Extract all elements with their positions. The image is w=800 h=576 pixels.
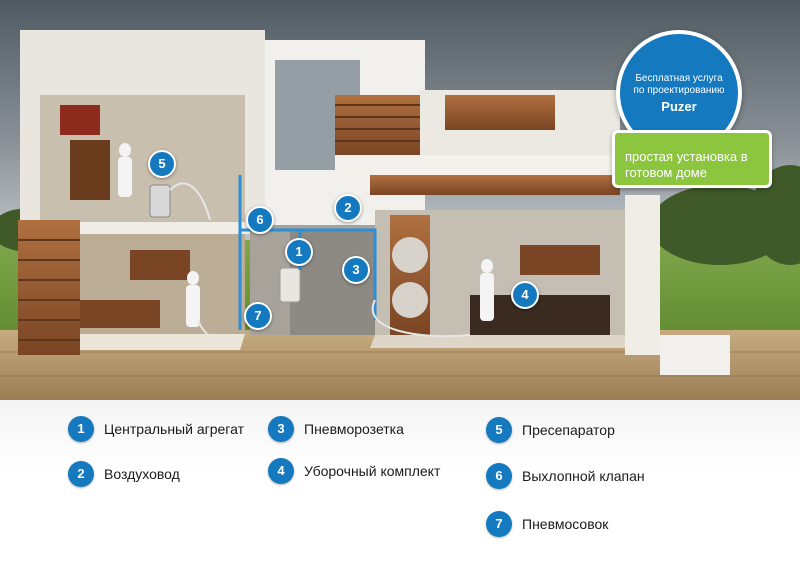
- people-silhouettes: [118, 143, 494, 327]
- callout-4: 4: [511, 281, 539, 309]
- legend-number: 7: [486, 511, 512, 537]
- legend-item-central-unit: 1 Центральный агрегат: [68, 416, 244, 442]
- legend-item-inlet: 3 Пневморозетка: [268, 416, 404, 442]
- garage-floor: [370, 335, 640, 348]
- callout-1: 1: [285, 238, 313, 266]
- promo-line-2: по проектированию: [633, 84, 725, 96]
- legend-number: 4: [268, 458, 294, 484]
- roof-slab: [335, 155, 640, 175]
- component-legend: 1 Центральный агрегат 2 Воздуховод 3 Пне…: [0, 400, 800, 576]
- legend-item-air-duct: 2 Воздуховод: [68, 461, 180, 487]
- legend-label: Пневморозетка: [304, 421, 404, 437]
- callout-5: 5: [148, 150, 176, 178]
- callout-3: 3: [342, 256, 370, 284]
- legend-number: 3: [268, 416, 294, 442]
- legend-label: Центральный агрегат: [104, 421, 244, 437]
- promo-line-1: Бесплатная услуга: [635, 72, 723, 84]
- legend-number: 1: [68, 416, 94, 442]
- easy-install-tag: простая установка в готовом доме: [612, 130, 772, 188]
- legend-label: Пневмосовок: [522, 516, 609, 532]
- callout-2: 2: [334, 194, 362, 222]
- legend-label: Выхлопной клапан: [522, 468, 645, 484]
- legend-item-exhaust-valve: 6 Выхлопной клапан: [486, 463, 645, 489]
- upper-floor-slab: [35, 222, 250, 234]
- legend-label: Пресепаратор: [522, 422, 615, 438]
- right-wall: [625, 195, 660, 355]
- legend-item-vacpan: 7 Пневмосовок: [486, 511, 608, 537]
- legend-number: 6: [486, 463, 512, 489]
- garage-canopy: [370, 175, 620, 195]
- separator-canister: [149, 184, 171, 218]
- central-unit: [279, 267, 301, 303]
- legend-item-cleaning-kit: 4 Уборочный комплект: [268, 458, 440, 484]
- legend-label: Уборочный комплект: [304, 463, 441, 479]
- legend-item-separator: 5 Пресепаратор: [486, 417, 615, 443]
- callout-7: 7: [244, 302, 272, 330]
- legend-number: 5: [486, 417, 512, 443]
- promo-brand: Puzer: [661, 98, 697, 114]
- legend-number: 2: [68, 461, 94, 487]
- left-room-floor: [75, 334, 245, 350]
- hoses: [169, 182, 471, 341]
- callout-6: 6: [246, 206, 274, 234]
- wood-screen-left: [18, 220, 80, 355]
- legend-label: Воздуховод: [104, 466, 180, 482]
